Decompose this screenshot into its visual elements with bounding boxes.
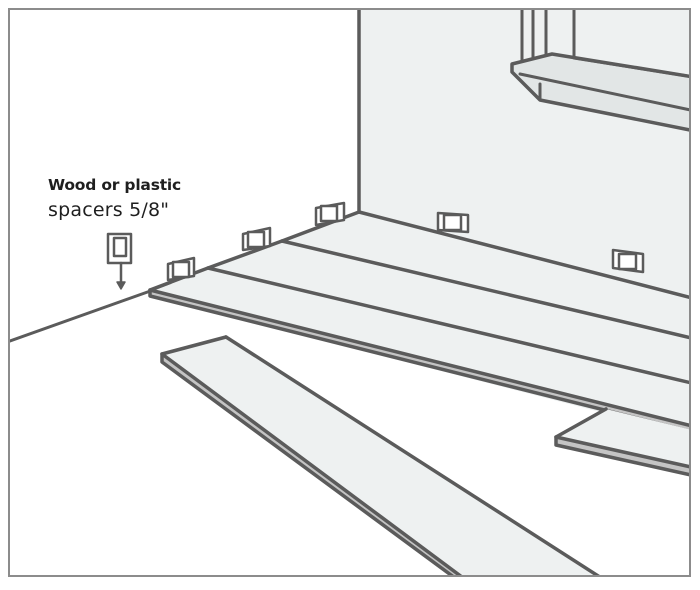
loose-plank: [160, 335, 600, 575]
installed-planks: [148, 210, 689, 434]
partial-plank-right: [554, 407, 689, 477]
plank-front-edge: [148, 288, 689, 434]
plank-seam-1: [280, 239, 689, 340]
annotation-title: Wood or plastic: [48, 176, 182, 194]
spacer-4: [436, 211, 470, 234]
window: [510, 10, 689, 132]
left-floor-line: [10, 282, 172, 343]
spacer-icon: [106, 232, 133, 290]
plank-seam-2: [206, 266, 689, 385]
spacer-2: [241, 226, 272, 252]
spacer-3: [314, 201, 346, 227]
spacer-1: [166, 256, 196, 282]
spacer-5: [611, 248, 645, 274]
plank-back-edge: [357, 210, 689, 299]
annotation-subtitle: spacers 5/8": [48, 199, 170, 221]
